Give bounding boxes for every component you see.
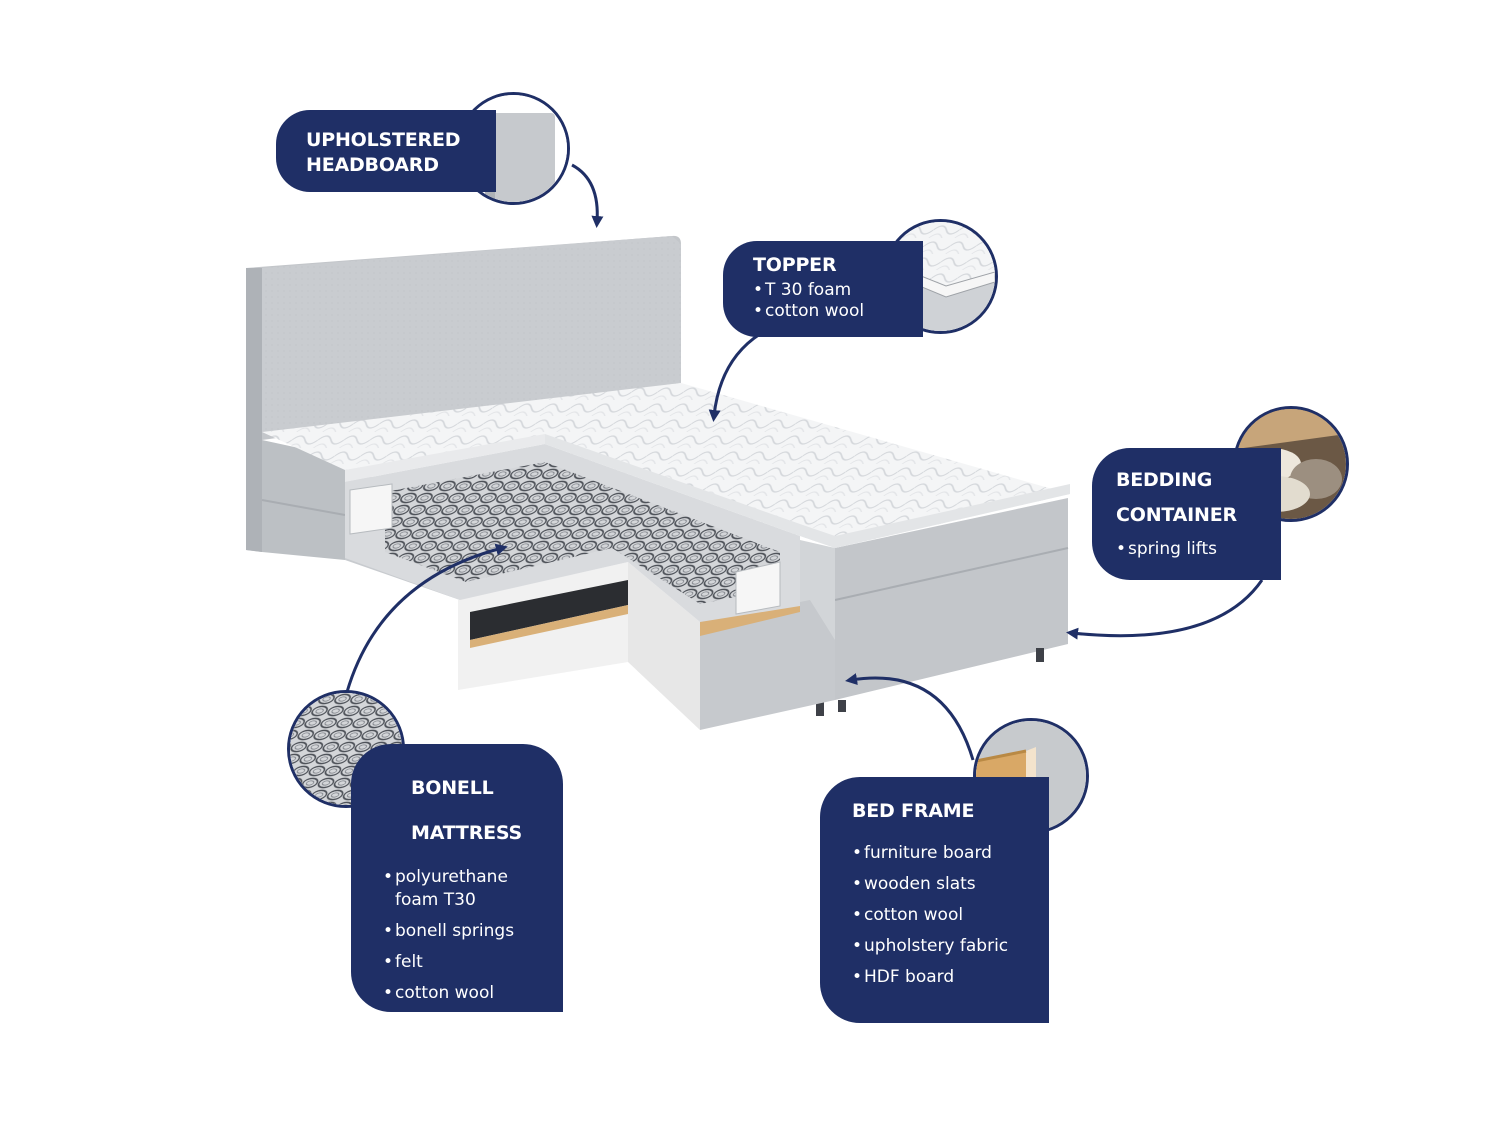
- curved-arrow-icon: [1066, 579, 1264, 640]
- list-item-line: foam T30: [395, 890, 476, 910]
- callout-list: T 30 foam cotton wool: [753, 280, 923, 322]
- list-item: furniture board: [852, 842, 1049, 865]
- callout-title: TOPPER: [753, 254, 837, 276]
- headboard: [246, 235, 681, 552]
- list-item: felt: [383, 951, 563, 974]
- curved-arrow-icon: [708, 332, 761, 422]
- callout-list: furniture board wooden slats cotton wool…: [852, 842, 1049, 989]
- callout-list: spring lifts: [1116, 538, 1281, 560]
- callout-title: UPHOLSTERED: [306, 129, 461, 151]
- callout-title: BED FRAME: [852, 800, 975, 822]
- list-item: HDF board: [852, 966, 1049, 989]
- curved-arrow-icon: [345, 543, 508, 693]
- curved-arrow-icon: [845, 673, 975, 761]
- list-item: upholstery fabric: [852, 935, 1049, 958]
- list-item: T 30 foam: [753, 280, 923, 301]
- callout-title: BEDDING: [1116, 469, 1213, 491]
- headboard-callout: UPHOLSTERED HEADBOARD: [276, 110, 496, 192]
- list-item: wooden slats: [852, 873, 1049, 896]
- mattress-springs: [345, 444, 800, 622]
- bonell-mattress-callout: BONELL MATTRESS polyurethane foam T30 bo…: [351, 744, 563, 1012]
- list-item: polyurethane foam T30: [383, 866, 563, 912]
- list-item: cotton wool: [383, 982, 563, 1005]
- list-item: bonell springs: [383, 920, 563, 943]
- bed-frame-callout: BED FRAME furniture board wooden slats c…: [820, 777, 1049, 1023]
- callout-title: MATTRESS: [411, 822, 523, 844]
- topper-callout: TOPPER T 30 foam cotton wool: [723, 241, 923, 337]
- list-item-line: polyurethane: [395, 867, 508, 887]
- list-item: spring lifts: [1116, 538, 1281, 560]
- callout-arrows: [345, 163, 1264, 761]
- list-item: cotton wool: [852, 904, 1049, 927]
- callout-title: CONTAINER: [1116, 504, 1237, 526]
- callout-title: BONELL: [411, 777, 494, 799]
- list-item: cotton wool: [753, 301, 923, 322]
- callout-title: HEADBOARD: [306, 154, 439, 176]
- curved-arrow-icon: [571, 163, 604, 228]
- bedding-container-callout: BEDDING CONTAINER spring lifts: [1092, 448, 1281, 580]
- callout-list: polyurethane foam T30 bonell springs fel…: [383, 866, 563, 1005]
- topper: [262, 383, 1070, 548]
